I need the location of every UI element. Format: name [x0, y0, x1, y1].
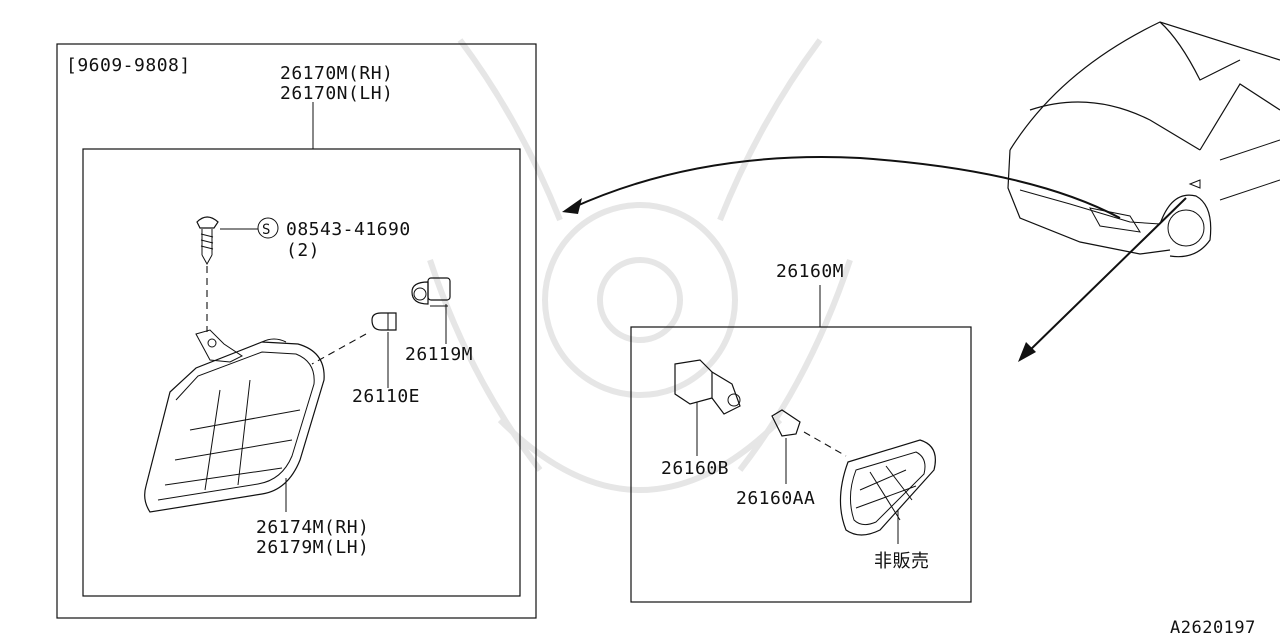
not-sold-note: 非販売	[874, 551, 930, 572]
wedge-bulb-drawing	[771, 409, 801, 484]
side-marker-part-number: 26160M	[776, 261, 844, 282]
diagram-id: A2620197	[1170, 618, 1256, 636]
screw-drawing	[196, 216, 258, 266]
side-marker-lens-drawing	[839, 439, 936, 544]
corner-lamp-drawing	[144, 329, 325, 513]
socket-part-number: 26160B	[661, 458, 729, 479]
bulb-dash-line	[311, 333, 367, 365]
service-part-symbol-letter: S	[262, 222, 271, 238]
screw-part-number: 08543-41690	[286, 219, 411, 240]
socket-drawing	[674, 359, 741, 456]
screw-quantity: (2)	[286, 240, 320, 261]
arrow-to-side-marker	[1025, 197, 1187, 355]
arrow-to-corner-lamp	[571, 156, 1121, 219]
arrow-head-down	[1018, 342, 1036, 362]
service-part-symbol	[257, 217, 279, 239]
date-range-label: [9609-9808]	[66, 55, 191, 76]
bulb-part-number: 26110E	[352, 386, 420, 407]
wedge-bulb-dash-line	[803, 431, 847, 457]
assembly-part-rh: 26170M(RH)	[280, 63, 393, 84]
left-outer-frame	[56, 43, 537, 619]
watermark-emblem	[427, 38, 853, 493]
right-frame	[630, 326, 972, 603]
left-inner-frame	[82, 148, 521, 597]
lens-part-lh: 26179M(LH)	[256, 537, 369, 558]
vehicle-drawing	[1007, 21, 1280, 258]
lens-part-rh: 26174M(RH)	[256, 517, 369, 538]
reference-arrows	[562, 156, 1187, 362]
assembly-part-lh: 26170N(LH)	[280, 83, 393, 104]
bulb-part-number-right: 26160AA	[736, 488, 815, 509]
small-bulb-drawing	[371, 312, 397, 388]
right-panel: 26160M 26160B 26160AA 非販売	[630, 261, 972, 603]
bulb-socket-part-number: 26119M	[405, 344, 473, 365]
arrow-head-left	[562, 198, 582, 214]
bulb-socket-drawing	[411, 277, 451, 344]
left-panel: [9609-9808] 26170M(RH) 26170N(LH) S 0854…	[56, 43, 537, 619]
